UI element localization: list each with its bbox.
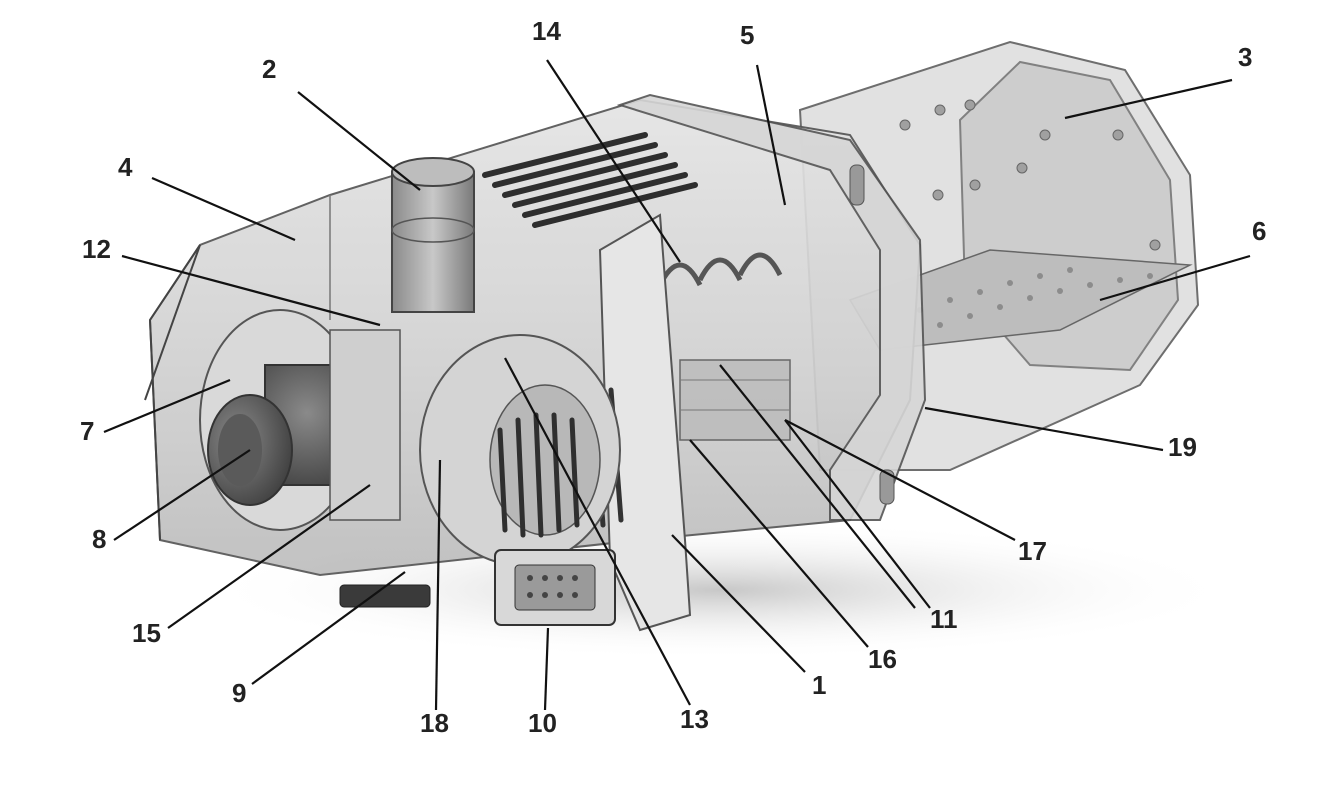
- motor: [199, 309, 401, 531]
- feed-tube: [391, 157, 475, 313]
- leader-line-3: [1064, 78, 1233, 120]
- leader-line-11-b: [784, 419, 931, 609]
- leader-line-17: [784, 419, 1016, 541]
- callout-label-9: 9: [232, 678, 246, 708]
- igniter-assembly: [679, 359, 791, 441]
- callout-label-5: 5: [740, 20, 754, 50]
- leader-line-13: [504, 357, 691, 706]
- callout-label-12: 12: [82, 234, 111, 264]
- callout-label-10: 10: [528, 708, 557, 738]
- callout-label-17: 17: [1018, 536, 1047, 566]
- vent-slots: [482, 132, 698, 228]
- leader-line-12: [121, 254, 381, 327]
- callout-label-16: 16: [868, 644, 897, 674]
- callout-label-11: 11: [930, 604, 958, 634]
- leader-line-6: [1099, 254, 1251, 302]
- connector: [339, 549, 616, 626]
- fan: [419, 334, 621, 566]
- leader-line-2: [297, 91, 421, 191]
- leader-line-16: [689, 439, 869, 648]
- callout-label-13: 13: [680, 704, 709, 734]
- leader-line-7: [103, 378, 231, 434]
- leader-line-18: [434, 459, 442, 711]
- callout-label-7: 7: [80, 416, 94, 446]
- leader-line-10: [543, 627, 550, 711]
- callout-label-18: 18: [420, 708, 449, 738]
- callout-label-19: 19: [1168, 432, 1197, 462]
- leader-line-1: [671, 534, 806, 673]
- leader-line-4: [151, 176, 296, 242]
- callout-label-3: 3: [1238, 42, 1252, 72]
- callout-label-15: 15: [132, 618, 161, 648]
- leader-line-19: [924, 406, 1164, 452]
- callout-label-1: 1: [812, 670, 826, 700]
- leader-line-9: [251, 571, 406, 685]
- callout-label-2: 2: [262, 54, 276, 84]
- callout-label-4: 4: [118, 152, 133, 182]
- callout-label-6: 6: [1252, 216, 1266, 246]
- leader-line-15: [167, 484, 371, 629]
- leader-line-5: [755, 64, 787, 206]
- callout-label-8: 8: [92, 524, 106, 554]
- leader-line-11: [719, 364, 916, 609]
- leader-line-14: [546, 59, 681, 263]
- leader-line-8: [113, 449, 251, 541]
- callout-label-14: 14: [532, 16, 561, 46]
